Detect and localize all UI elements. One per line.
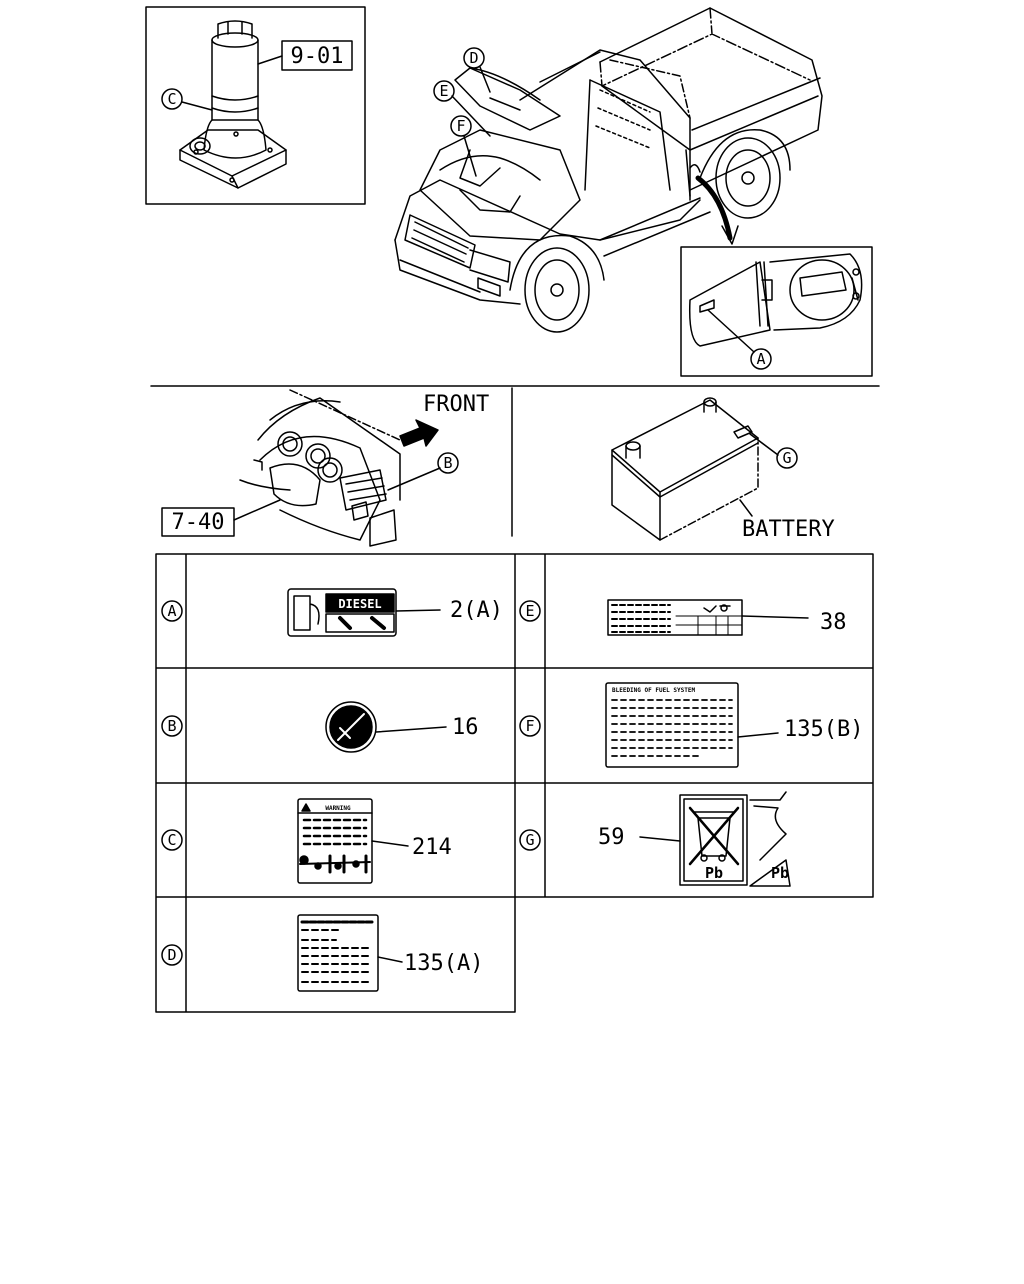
table-row-g: G Pb Pb 59 <box>519 791 791 887</box>
part-135a: 135(A) <box>404 951 483 976</box>
pickup-truck-drawing: D E F <box>394 7 823 333</box>
part-214: 214 <box>412 835 452 860</box>
warning-label-text: WARNING <box>325 805 351 812</box>
jack-drawing <box>179 20 287 189</box>
dash-ref-box <box>161 507 235 537</box>
part-135b: 135(B) <box>784 717 863 742</box>
dashboard-drawing: FRONT B 7-40 <box>161 389 489 547</box>
fuel-bleeding-label <box>605 682 739 768</box>
row-letter-a: A <box>167 602 176 620</box>
table-row-f: F BLEEDING OF FUEL SYSTEM 135(B) <box>519 682 863 768</box>
pb-text-2: Pb <box>771 864 789 882</box>
callout-e-truck: E <box>439 82 448 100</box>
part-38: 38 <box>820 610 847 635</box>
table-row-b: B 16 <box>161 701 479 753</box>
table-row-a: A DIESEL 2(A) <box>161 588 503 637</box>
battery-label: BATTERY <box>742 517 835 542</box>
callout-d-truck: D <box>469 49 478 67</box>
table-row-d: D 135(A) <box>161 914 483 992</box>
part-59: 59 <box>598 825 625 850</box>
row-letter-c: C <box>167 831 176 849</box>
row-letter-e: E <box>525 602 534 620</box>
part-2a: 2(A) <box>450 598 503 623</box>
callout-b-dash: B <box>443 454 452 472</box>
callout-a-fuel-lid: A <box>756 350 765 368</box>
row-letter-b: B <box>167 717 176 735</box>
dash-ref-label: 7-40 <box>172 510 225 535</box>
pb-recycle-label <box>679 794 748 886</box>
row-letter-g: G <box>525 831 534 849</box>
jack-ref-label: 9-01 <box>291 44 344 69</box>
hood-info-label <box>297 914 379 992</box>
label-table: A DIESEL 2(A) B 16 C WARNING <box>155 553 874 1013</box>
row-letter-f: F <box>525 717 534 735</box>
row-letter-d: D <box>167 946 176 964</box>
jack-inset: 9-01 C <box>145 6 366 205</box>
table-row-e: E 38 <box>519 599 847 636</box>
callout-f-truck: F <box>456 117 465 135</box>
diesel-label <box>287 588 397 637</box>
fuel-lid-inset: A <box>680 246 873 377</box>
battery-drawing: G BATTERY <box>611 397 835 542</box>
table-row-c: C WARNING 214 <box>161 798 452 884</box>
callout-c-jack: C <box>167 90 176 108</box>
diesel-text: DIESEL <box>338 597 381 611</box>
fuel-bleeding-title: BLEEDING OF FUEL SYSTEM <box>612 687 695 694</box>
front-label: FRONT <box>423 392 489 417</box>
airbag-round-label <box>325 701 377 753</box>
callout-g-battery: G <box>782 449 791 467</box>
part-16: 16 <box>452 715 479 740</box>
pb-text: Pb <box>705 864 723 882</box>
hood-spec-label <box>607 599 743 636</box>
